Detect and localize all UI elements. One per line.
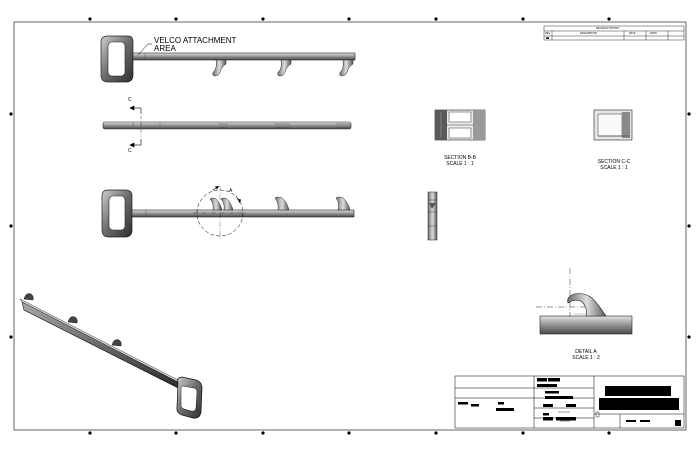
velcro-callout-line-2: AREA (154, 44, 176, 53)
detail-a-view (536, 268, 633, 335)
sheet-border (9, 17, 691, 435)
revision-history-table (543, 25, 685, 41)
detail-a-scale: SCALE 1 : 2 (572, 355, 600, 361)
end-view (427, 191, 438, 241)
revision-col-description: DESCRIPTION (580, 32, 598, 35)
section-cc-view (593, 109, 633, 141)
title-block-small-marks (558, 411, 600, 422)
section-cc-title: SECTION C-C (597, 159, 631, 165)
top-view (100, 35, 356, 83)
revision-col-rev: REV (545, 32, 551, 35)
section-cc-scale: SCALE 1 : 1 (600, 165, 628, 171)
front-view (101, 185, 355, 240)
revision-col-date: DATE (629, 32, 636, 35)
side-view (102, 105, 352, 148)
section-cut-line-cc (129, 105, 142, 148)
velcro-callout-line-1: VELCO ATTACHMENT (154, 36, 237, 45)
section-cut-label-bottom: C (128, 148, 132, 154)
revision-table-title: REVISION HISTORY (596, 27, 620, 30)
title-block-redactions (458, 378, 681, 426)
section-bb-view (434, 109, 486, 141)
section-bb-scale: SCALE 1 : 1 (446, 161, 474, 167)
section-bb-title: SECTION B-B (444, 155, 476, 161)
section-cut-label-top: C (128, 97, 132, 103)
detail-a-title: DETAIL A (575, 349, 597, 355)
detail-marker-label: A (229, 188, 233, 194)
isometric-view (19, 293, 203, 419)
revision-col-appr: APPR (650, 32, 657, 35)
